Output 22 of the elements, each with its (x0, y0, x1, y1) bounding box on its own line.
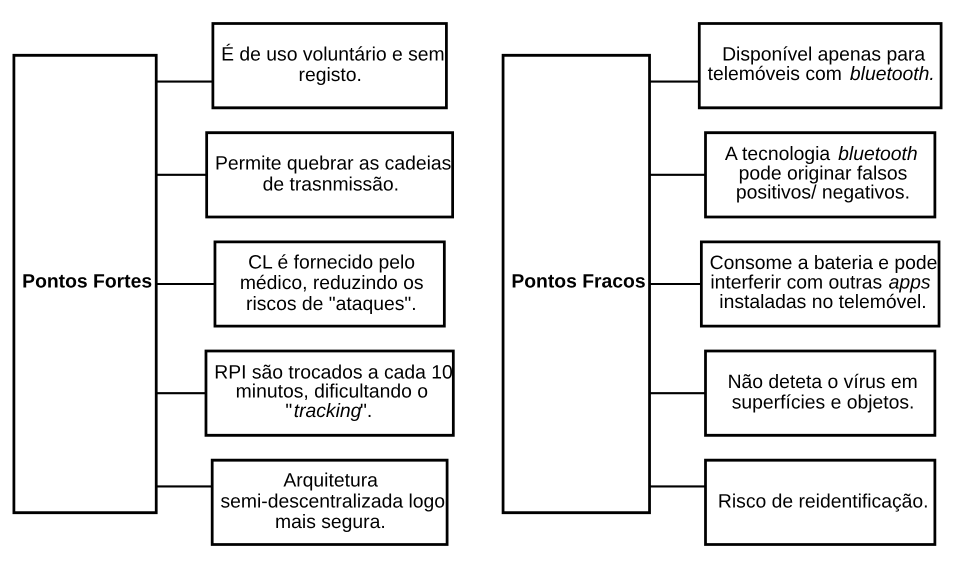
node-box: Risco de reidentificação. (704, 458, 936, 546)
connector (650, 173, 706, 176)
connector (650, 484, 706, 487)
node-box: CL é fornecido pelo médico, reduzindo os riscos de "ataques". (214, 240, 446, 328)
node-box: É de uso voluntário e sem registo. (212, 22, 448, 109)
node-box: Arquitetura semi-descentralizada logo mais segura. (210, 458, 448, 546)
node-box: Pontos Fracos (502, 53, 651, 514)
connector (650, 282, 702, 285)
node-box: Não deteta o vírus em superfícies e objetos. (704, 349, 936, 436)
connector (650, 80, 699, 82)
node-box: Pontos Fortes (12, 53, 158, 514)
connector (156, 484, 212, 487)
connector (156, 80, 213, 82)
node-box: Consome a bateria e pode interferir com outras apps instaladas no telemóvel. (700, 240, 940, 328)
connector (156, 282, 215, 285)
node-box: Permite quebrar as cadeias de trasnmissão. (205, 130, 454, 218)
connector (650, 392, 706, 394)
node-box: Disponível apenas para telemóveis com bluetooth. (698, 22, 942, 109)
node-box: A tecnologia bluetooth pode originar falsos positivos/ negativos. (704, 130, 936, 218)
node-box: RPI são trocados a cada 10 minutos, dificultando o "tracking". (204, 349, 455, 436)
connector (156, 173, 207, 176)
connector (156, 392, 206, 394)
